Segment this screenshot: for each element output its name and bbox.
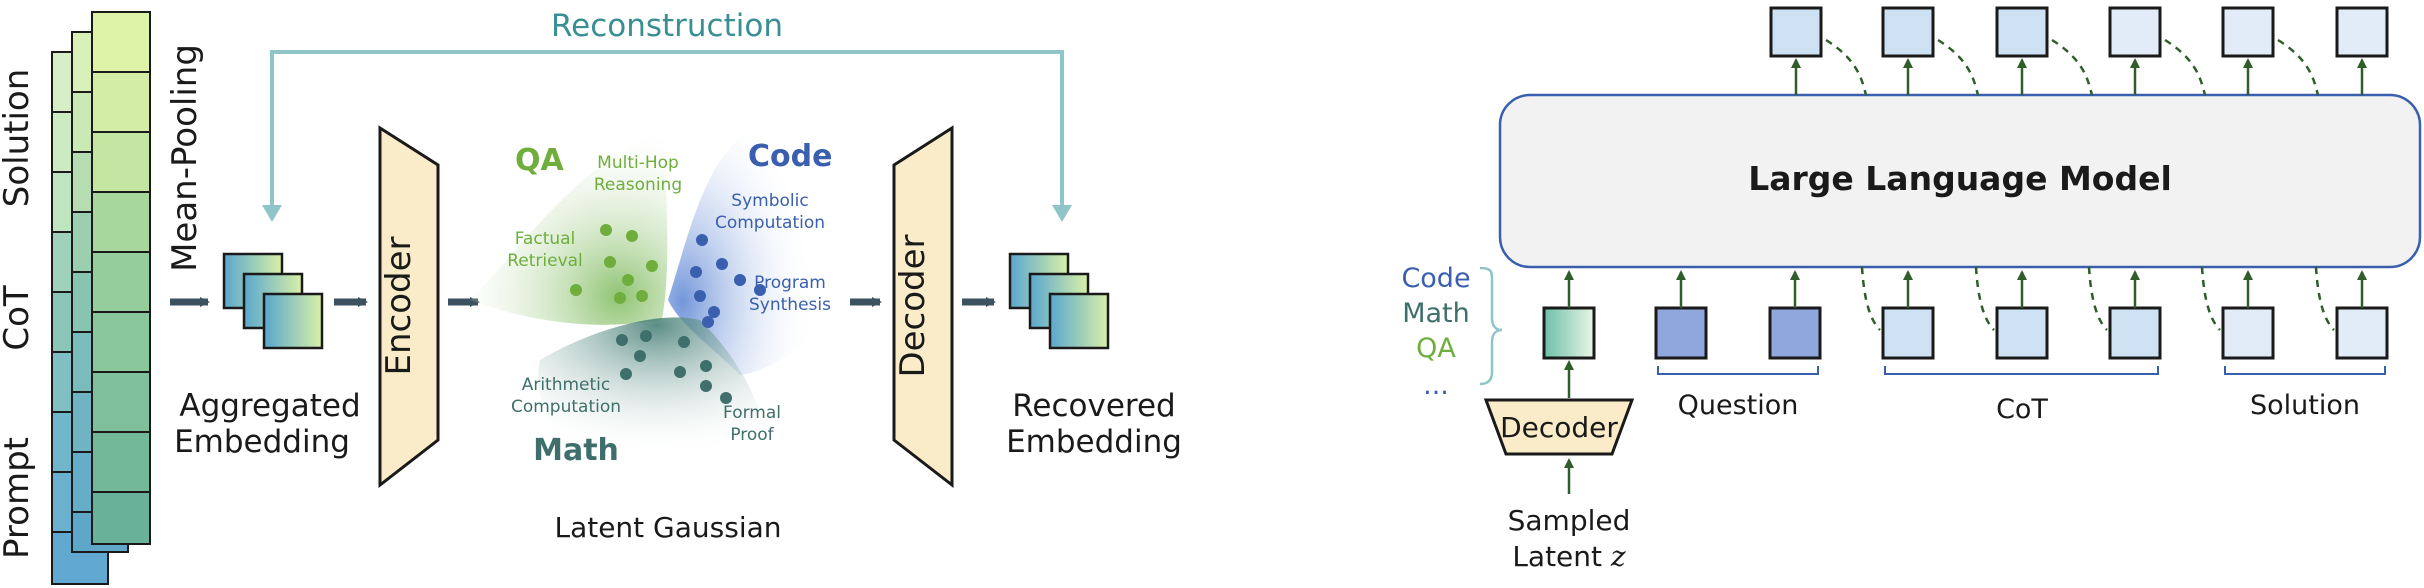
sampled-label: Sampled	[1508, 504, 1631, 537]
math-item-formal-line2: Proof	[730, 425, 774, 445]
stack-label-solution: Solution	[0, 69, 37, 208]
token-stacks	[51, 11, 151, 585]
code-item-symbolic-line1: Symbolic	[731, 191, 808, 211]
latent-gaussian: QA Multi-Hop Reasoning Factual Retrieval…	[470, 130, 832, 468]
domain-brace	[1479, 266, 1503, 386]
right-panel: Large Language Model Code	[1401, 6, 2422, 573]
output-tokens	[1769, 6, 2389, 58]
right-decoder-label: Decoder	[1500, 411, 1618, 444]
math-item-arithmetic-line2: Computation	[511, 397, 621, 417]
autoregressive-arrows-bottom	[1860, 266, 2335, 331]
question-label: Question	[1678, 390, 1799, 421]
domain-label-qa: QA	[1416, 333, 1456, 364]
input-to-llm-arrows	[1676, 270, 2367, 308]
code-item-symbolic-line2: Computation	[715, 213, 825, 233]
stack-label-cot: CoT	[0, 285, 37, 351]
code-cluster-region	[668, 130, 816, 375]
code-item-program-line2: Synthesis	[749, 295, 831, 315]
domain-label-more: ...	[1423, 370, 1449, 401]
recovered-embedding-tiles	[1008, 252, 1110, 350]
reconstruction-arrowhead-right	[1052, 205, 1072, 222]
autoregressive-arrows-top	[1825, 38, 2320, 96]
llm-box	[1498, 93, 2422, 269]
domain-label-math: Math	[1402, 298, 1470, 329]
mean-pooling-label: Mean-Pooling	[165, 44, 205, 272]
qa-item-multihop-line1: Multi-Hop	[597, 153, 679, 173]
math-item-formal-line1: Formal	[723, 403, 781, 423]
qa-points	[570, 224, 658, 304]
aggregated-label-line2: Embedding	[174, 424, 350, 460]
math-points	[616, 330, 732, 404]
code-title: Code	[748, 139, 832, 174]
encoder-block	[378, 125, 440, 489]
llm-output-arrows	[1791, 58, 2367, 95]
question-bracket	[1657, 366, 1819, 375]
qa-title: QA	[515, 143, 565, 178]
qa-cluster-region	[470, 130, 668, 325]
solution-label: Solution	[2250, 390, 2360, 421]
math-title: Math	[533, 433, 619, 468]
left-panel: Prompt CoT Solution Mean-Pooling Aggrega…	[0, 8, 1182, 585]
qa-item-factual-line2: Retrieval	[507, 251, 583, 271]
qa-item-multihop-line2: Reasoning	[594, 175, 682, 195]
latent-word: Latent	[1512, 540, 1602, 573]
math-item-arithmetic-line1: Arithmetic	[522, 375, 611, 395]
recovered-label-line2: Embedding	[1006, 424, 1182, 460]
encoder-label: Encoder	[379, 236, 419, 375]
token-stack-front	[91, 11, 151, 545]
solution-bracket	[2224, 366, 2386, 375]
qa-item-factual-line1: Factual	[515, 229, 576, 249]
solution-tokens	[2221, 306, 2389, 360]
latent-label: Latent z	[1512, 540, 1626, 573]
cot-tokens	[1881, 306, 2162, 360]
reconstruction-arrowhead-left	[262, 205, 282, 222]
decoder-label: Decoder	[893, 234, 933, 377]
reconstruction-label: Reconstruction	[551, 8, 783, 44]
cot-bracket	[1884, 366, 2159, 375]
latent-gaussian-label: Latent Gaussian	[554, 511, 781, 544]
llm-label: Large Language Model	[1748, 159, 2172, 198]
aggregated-embedding-tiles	[222, 252, 324, 350]
right-decoder-block	[1483, 398, 1635, 456]
latent-token	[1542, 306, 1596, 360]
cot-group-label: CoT	[1996, 394, 2048, 425]
reconstruction-path	[270, 50, 1064, 216]
code-points	[690, 234, 766, 328]
recovered-label-line1: Recovered	[1012, 388, 1175, 424]
aggregated-label-line1: Aggregated	[179, 388, 360, 424]
question-tokens	[1654, 306, 1822, 360]
decoder-block	[892, 125, 954, 489]
code-item-program-line1: Program	[754, 273, 826, 293]
latent-variable: z	[1610, 540, 1626, 573]
domain-label-code: Code	[1401, 263, 1470, 294]
stack-label-prompt: Prompt	[0, 437, 37, 559]
math-cluster-region	[538, 317, 775, 467]
